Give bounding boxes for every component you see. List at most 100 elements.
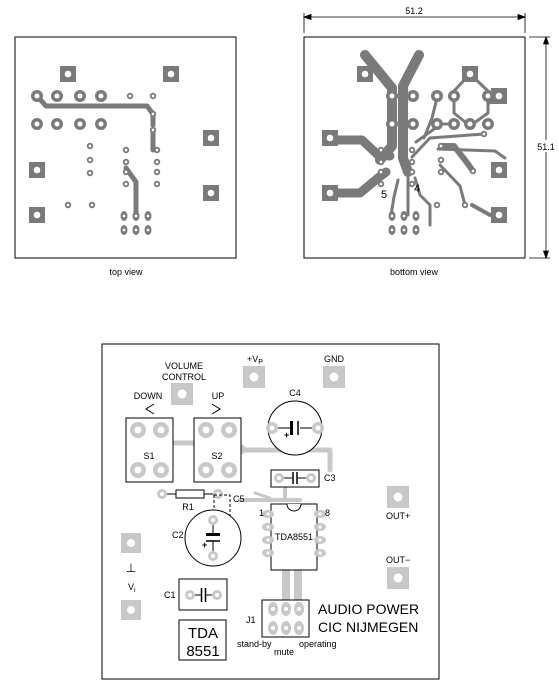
top-view-pad: [95, 118, 107, 130]
r1-label: R1: [182, 502, 194, 512]
bottom-view-pad: [408, 146, 416, 154]
operating-label: operating: [299, 639, 337, 649]
pin1-label: 1: [259, 508, 264, 518]
down-arrow-icon: [145, 403, 155, 415]
c4-label: C4: [289, 388, 301, 398]
top-view-pad: [74, 90, 86, 102]
top-view-pad: [51, 118, 63, 130]
bottom-view-pad: [408, 180, 416, 188]
ground-input-pad: [121, 533, 141, 553]
bottom-view-pad: [431, 118, 443, 130]
bottom-view-pad: [437, 168, 445, 176]
top-view-traces: [34, 93, 156, 217]
bottom-view-pad: [377, 158, 385, 166]
vp-pad: [243, 366, 265, 388]
width-dimension-label: 51.2: [405, 6, 423, 16]
out-plus-pad: [387, 486, 409, 508]
bottom-view-jumper-pad: [412, 211, 420, 221]
c5-label: C5: [233, 494, 245, 504]
bottom-view-large-pad: [491, 162, 507, 178]
out-minus-pad: [387, 567, 409, 589]
top-view-pad: [153, 158, 161, 166]
s2-label: S2: [211, 451, 222, 461]
top-view-pad: [149, 110, 157, 118]
bottom-view-pad: [464, 118, 476, 130]
width-dimension: [302, 13, 527, 33]
top-view-jumper-pad: [120, 225, 128, 235]
top-view-jumper-pad: [132, 211, 140, 221]
bottom-view-pad: [482, 118, 494, 130]
capacitor-c1: C1: [164, 578, 228, 611]
bottom-view-large-pad: [491, 207, 507, 223]
bottom-view-pad: [448, 90, 460, 102]
bottom-view-pad: [448, 118, 460, 130]
top-view-pad: [149, 92, 157, 100]
top-view-board: top view: [14, 36, 237, 277]
top-view-pad: [122, 158, 130, 166]
bottom-view-jumper-pad: [400, 211, 408, 221]
volume-pad: [171, 383, 193, 405]
top-view-jumper-pad: [144, 211, 152, 221]
chip-box-line1: TDA: [188, 625, 218, 642]
bottom-view-pad: [482, 90, 494, 102]
top-view-pad: [31, 118, 43, 130]
bottom-view-pad: [437, 142, 445, 150]
c2-label: C2: [172, 530, 184, 540]
ic-label: TDA8551: [275, 532, 313, 542]
top-view-small-pads: [31, 90, 161, 235]
ground-symbol-icon: ⊥: [126, 561, 136, 575]
j1-label: J1: [246, 615, 256, 625]
s1-label: S1: [143, 451, 154, 461]
bottom-view-large-pad: [462, 66, 478, 82]
standby-label: stand-by: [237, 639, 272, 649]
gnd-label: GND: [324, 354, 345, 364]
bottom-view-large-pad: [322, 185, 338, 201]
chip-name-box: TDA 8551: [178, 619, 227, 661]
pin-label-4: 4: [414, 183, 420, 195]
top-view-large-pads: [29, 66, 219, 223]
bottom-view-large-pad: [322, 130, 338, 146]
top-view-pad: [122, 146, 130, 154]
top-view-large-pad: [29, 207, 45, 223]
jumper-pins: [268, 602, 304, 635]
bottom-view-pad: [469, 167, 477, 175]
bottom-view-pad: [386, 90, 398, 102]
bottom-view-pad: [377, 168, 385, 176]
ic-pins: [262, 510, 326, 557]
assembly-board: VOLUME CONTROL +VP GND DOWN UP: [101, 343, 440, 680]
top-view-pad: [153, 146, 161, 154]
capacitor-c3: C3: [270, 469, 336, 488]
chip-box-line2: 8551: [186, 643, 219, 660]
switch-s1: S1: [125, 417, 174, 483]
bottom-view-pad: [480, 130, 488, 138]
top-view-pad: [86, 142, 94, 150]
volume-control-label-2: CONTROL: [162, 372, 206, 382]
mute-label: mute: [274, 647, 294, 657]
top-view-pad: [88, 201, 96, 209]
up-arrow-icon: [211, 403, 221, 415]
top-view-large-pad: [29, 162, 45, 178]
top-view-pad: [122, 168, 130, 176]
switch-s2: S2: [193, 417, 242, 483]
out-plus-label: OUT+: [386, 511, 410, 521]
bottom-view-pad: [431, 90, 443, 102]
up-label: UP: [212, 391, 225, 401]
bottom-view-jumper-pad: [400, 225, 408, 235]
top-view-pad: [153, 168, 161, 176]
out-minus-label: OUT−: [386, 555, 410, 565]
bottom-view-large-pad: [491, 88, 507, 104]
c2-plus: +: [202, 540, 207, 550]
ic-tda8551: TDA8551 1 8: [259, 503, 330, 571]
signal-input-pad: [121, 600, 141, 620]
top-view-large-pad: [60, 66, 76, 82]
bottom-view-board: 51.2 51.1: [302, 6, 558, 277]
bottom-view-pad: [377, 180, 385, 188]
jumper-j1: J1: [246, 599, 310, 638]
bottom-view-pad: [437, 156, 445, 164]
bottom-view-pad: [433, 201, 441, 209]
vp-label: +VP: [247, 354, 263, 366]
gnd-pad: [323, 366, 345, 388]
title-line-1: AUDIO POWER: [318, 601, 419, 617]
top-view-pad: [74, 118, 86, 130]
